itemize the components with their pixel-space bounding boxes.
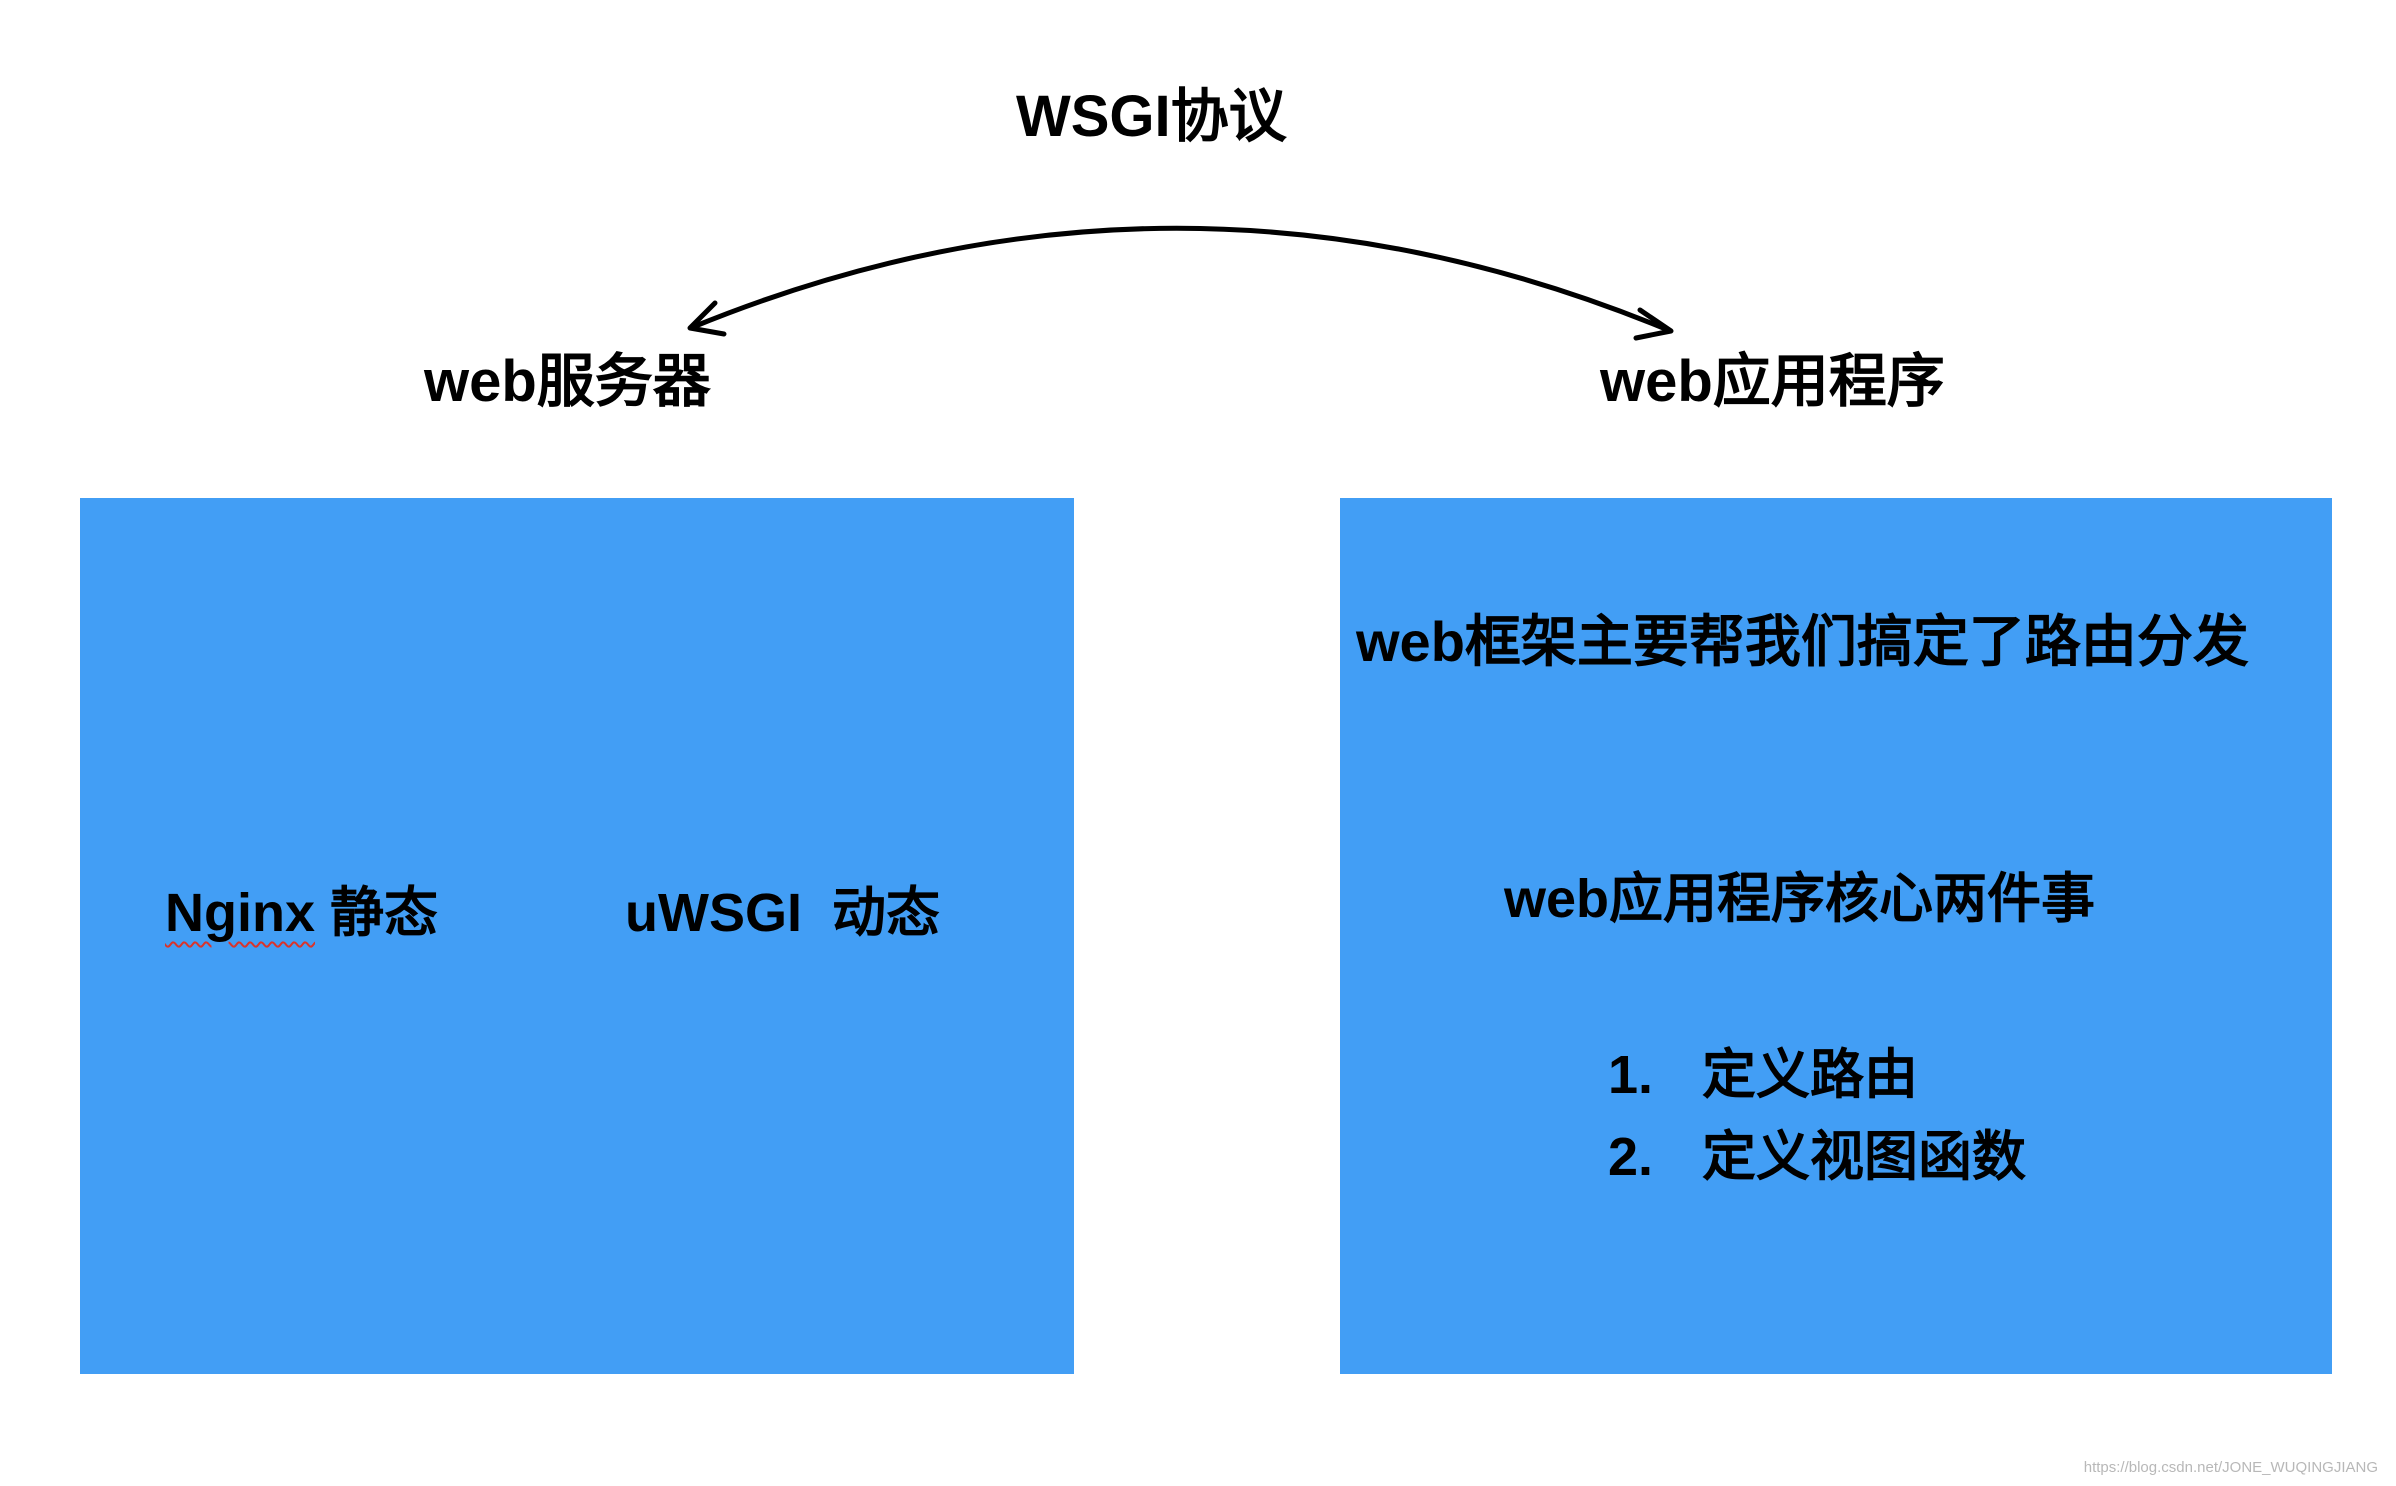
arrow-head-right [1633,307,1674,341]
arrow-head-left [687,300,727,337]
wsgi-protocol-label: WSGI协议 [1016,84,1287,149]
list-item-number: 2. [1608,1127,1654,1187]
list-item-number: 1. [1608,1045,1654,1105]
web-server-label: web服务器 [424,349,711,414]
nginx-label: Nginx 静态 [165,886,438,940]
list-item: 2. 定义视图函数 [1608,1116,2026,1198]
web-server-box: Nginx 静态 uWSGI 动态 [80,498,1074,1374]
uwsgi-label: uWSGI 动态 [625,886,940,940]
core-list: 1. 定义路由 2. 定义视图函数 [1608,1034,2026,1198]
list-item-text: 定义视图函数 [1702,1127,2026,1187]
web-application-label: web应用程序 [1600,349,1945,414]
core-heading: web应用程序核心两件事 [1504,869,2096,929]
nginx-word: Nginx [165,883,316,943]
uwsgi-word: uWSGI [625,883,802,943]
framework-note: web框架主要帮我们搞定了路由分发 [1356,610,2249,673]
list-item-text: 定义路由 [1702,1045,1918,1105]
web-application-box: web框架主要帮我们搞定了路由分发 web应用程序核心两件事 1. 定义路由 2.… [1340,498,2332,1374]
uwsgi-role: 动态 [832,883,940,943]
watermark: https://blog.csdn.net/JONE_WUQINGJIANG [2083,1459,2378,1476]
arrow-curve [690,225,1671,333]
nginx-role: 静态 [330,883,439,943]
list-item: 1. 定义路由 [1608,1034,2026,1116]
